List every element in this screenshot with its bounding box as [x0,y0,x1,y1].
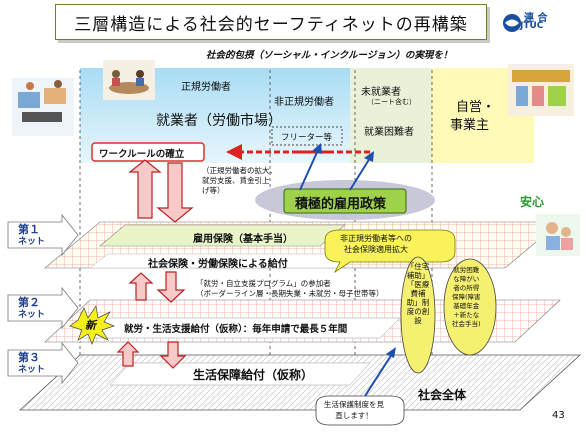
support-bubble-line-5: 基礎年金 [453,302,480,310]
blue-arrowhead-1 [312,143,322,154]
page-number: 43 [552,410,565,421]
nonregular-bubble-line-1: 非正規労働者等への [340,234,412,243]
nonregular-bubble-text: 非正規労働者等への 社会保険適用拡大 [340,233,412,255]
society-label: 社会全体 [418,388,467,402]
blue-arrowhead-2 [364,151,374,162]
unemployed-area [350,68,432,163]
housing-bubble [400,256,436,374]
active-policy-label: 積極的雇用政策 [295,197,387,212]
support-bubble-line-3: 者の所得 [453,284,480,292]
down-arrow-2 [156,271,186,303]
self-employed-label-1: 自営・ [456,100,496,115]
housing-bubble-text: 「住宅補助」「医療費補助」制度の創設 [406,262,430,325]
employment-insurance-label: 雇用保険（基本手当） [193,234,293,245]
employment-insurance-band [99,224,346,247]
net-3-number: 第３ [18,351,40,364]
family-clipart [536,214,580,256]
net-3-text: ネット [18,365,46,375]
net-1-number: 第１ [18,223,40,236]
net-2-text: ネット [18,310,46,320]
blue-arrow-2 [349,157,371,191]
logo-text-jtuc: JTUC [520,21,544,31]
livelihood-band [109,362,371,386]
down-arrow-1 [156,162,194,223]
up-arrow-1 [128,159,162,219]
net-tab-1 [7,213,79,257]
net-tab-2 [7,286,79,330]
hard-to-employ-label: 就業困難者 [364,127,414,138]
support-bubble-text: 就労困難 な障がい 者の所得 保障(障害 基礎年金 ＋新たな 社会手当) [452,266,481,329]
jtuc-logo [503,14,521,32]
expansion-note-line-2: 就労支援、賃金引上 [202,176,270,185]
new-burst [69,305,116,345]
logo-text-kanji: 連 合 [524,13,548,24]
nonregular-workers-label: 非正規労働者 [274,97,334,108]
subtitle: 社会的包摂（ソーシャル・インクルージョン）の実現を！ [206,50,453,61]
review-pointer-head [386,347,396,358]
meeting-clipart [103,60,155,100]
employed-label: 就業者（労働市場） [156,113,282,129]
review-bubble-text: 生活保護制度を見 直します！ [324,399,384,421]
review-bubble-line-1: 生活保護制度を見 [324,400,384,409]
self-employed-label-2: 事業主 [450,118,490,133]
social-insurance-label: 社会保険・労働保険による給付 [148,259,288,270]
dashed-arrowhead [226,144,242,160]
livelihood-label: 生活保障給付（仮称） [193,368,314,382]
net-1-label: 第１ ネット [18,223,45,249]
expansion-note-line-1: （正規労働者の拡大、 [202,166,277,175]
new-badge: 新 [85,319,96,332]
expansion-note-line-3: げ等） [202,186,225,195]
review-bubble-line-2: 直します！ [335,411,373,420]
support-bubble-line-4: 保障(障害 [452,293,481,301]
unemployed-label: 未就業者 [361,87,401,98]
anshin-label: 安心 [520,195,545,209]
net-1-text: ネット [18,237,46,247]
up-arrow-3 [116,341,140,367]
page-title: 三層構造による社会的セーフティネットの再構築 [55,4,487,40]
support-bubble-line-1: 就労困難 [453,266,480,274]
active-policy-box [283,188,407,214]
shop-clipart [508,64,574,116]
regular-workers-label: 正規労働者 [181,82,231,93]
review-pointer [364,353,393,397]
support-bubble-line-2: な障がい [453,275,480,283]
title-text: 三層構造による社会的セーフティネットの再構築 [74,14,468,35]
down-arrow-3 [159,341,187,369]
net-tab-3 [7,341,79,385]
freeter-label: フリーター等 [281,133,333,143]
work-rule-label: ワークルールの確立 [99,149,185,160]
net-3-label: 第３ ネット [18,351,45,377]
nonregular-bubble-line-2: 社会保険適用拡大 [344,245,408,254]
support-bubble-line-6: ＋新たな [453,311,480,319]
office-workers-clipart [12,78,74,136]
employment-support-label: 就労・生活支援給付（仮称）：毎年申請で最長５年間 [124,324,348,335]
program-note: 「就労・自立支援プログラム」の参加者 （ボーダーライン層・長期失業・未就労・母子… [196,279,384,299]
program-note-line-1: 「就労・自立支援プログラム」の参加者 [196,279,331,288]
work-rule-box [91,142,205,162]
support-bubble-line-7: 社会手当) [452,320,481,328]
review-bubble [315,395,405,426]
up-arrow-2 [128,272,154,301]
neet-note: （ニート含む） [367,98,416,106]
net-2-number: 第２ [18,296,40,309]
program-note-line-2: （ボーダーライン層・長期失業・未就労・母子世帯等） [196,289,384,298]
expansion-note: （正規労働者の拡大、 就労支援、賃金引上 げ等） [202,166,277,196]
net-2-label: 第２ ネット [18,296,45,322]
support-bubble [443,258,497,356]
blue-arrow-1 [299,149,319,191]
